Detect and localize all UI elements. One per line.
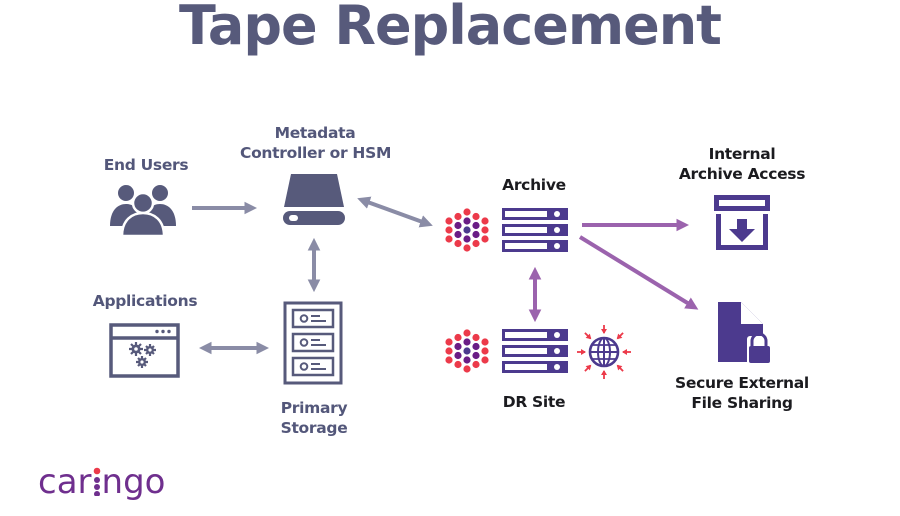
cluster-dot bbox=[463, 338, 471, 346]
arrow-metadata-archive bbox=[357, 196, 433, 228]
cluster-dot bbox=[481, 356, 489, 364]
inbound-arrow-head bbox=[585, 333, 592, 340]
cluster-dot bbox=[472, 239, 480, 248]
inbound-arrow-head bbox=[601, 370, 607, 375]
server-icon bbox=[502, 329, 568, 373]
server-icon bbox=[502, 208, 568, 252]
cluster-dot bbox=[463, 356, 471, 364]
arrow-archive-external bbox=[578, 235, 699, 310]
cluster-dot bbox=[463, 208, 471, 216]
inbound-arrow-head bbox=[622, 349, 627, 355]
cluster-dot bbox=[463, 217, 471, 225]
cluster-dot bbox=[481, 338, 489, 346]
cluster-dot bbox=[463, 226, 471, 234]
users-icon bbox=[110, 185, 176, 238]
cluster-dot bbox=[445, 217, 453, 225]
cluster-dot bbox=[445, 356, 453, 364]
label-primary-line2: Storage bbox=[280, 419, 348, 437]
cluster-dot bbox=[454, 230, 462, 239]
label-dr-site: DR Site bbox=[502, 393, 566, 411]
cluster-dot bbox=[481, 226, 489, 234]
cluster-dot bbox=[454, 360, 462, 369]
cluster-dot bbox=[472, 342, 480, 351]
cluster-dot bbox=[472, 351, 480, 360]
inbound-arrow-head bbox=[581, 349, 586, 355]
cluster-dot bbox=[454, 212, 462, 221]
label-primary-line1: Primary bbox=[280, 399, 348, 417]
label-internal-line1: Internal bbox=[708, 145, 776, 163]
label-end-users: End Users bbox=[103, 156, 189, 174]
cluster-dot bbox=[472, 221, 480, 230]
logo-text-end: ngo bbox=[101, 462, 166, 502]
inbound-arrow-head bbox=[601, 329, 607, 334]
cluster-dot bbox=[472, 230, 480, 239]
cluster-dot bbox=[454, 342, 462, 351]
cluster-dot bbox=[472, 360, 480, 369]
cluster-dot bbox=[481, 235, 489, 243]
inbound-arrows-icon bbox=[577, 325, 631, 379]
cluster-dot bbox=[454, 333, 462, 342]
inbound-arrow-head bbox=[616, 333, 623, 340]
label-metadata-line1: Metadata bbox=[274, 124, 356, 142]
inbound-arrow-head bbox=[616, 364, 623, 371]
storage-rack-icon bbox=[283, 301, 343, 385]
inbound-arrow-head bbox=[585, 364, 592, 371]
cluster-dot bbox=[445, 226, 453, 234]
cluster-dot bbox=[463, 235, 471, 243]
label-metadata-line2: Controller or HSM bbox=[240, 144, 392, 162]
globe-icon bbox=[577, 325, 631, 379]
cluster-dot bbox=[445, 338, 453, 346]
cluster-dot bbox=[445, 235, 453, 243]
node-cluster-icon bbox=[445, 329, 489, 373]
file-lock-icon bbox=[718, 302, 772, 366]
label-external-line1: Secure External bbox=[675, 374, 809, 392]
cluster-dot bbox=[472, 212, 480, 221]
cluster-dot bbox=[454, 351, 462, 360]
cluster-dot bbox=[463, 347, 471, 355]
logo-dotted-i bbox=[92, 462, 102, 502]
logo-text-start: car bbox=[38, 462, 92, 502]
label-archive: Archive bbox=[502, 176, 566, 194]
drive-icon bbox=[283, 174, 345, 225]
label-applications: Applications bbox=[92, 292, 198, 310]
app-window-gears-icon bbox=[109, 323, 180, 378]
cluster-dot bbox=[445, 347, 453, 355]
cluster-dot bbox=[472, 333, 480, 342]
cluster-dot bbox=[481, 217, 489, 225]
page-title: Tape Replacement bbox=[179, 0, 722, 57]
label-internal-line2: Archive Access bbox=[678, 165, 806, 183]
cluster-dot bbox=[454, 221, 462, 230]
cluster-dot bbox=[463, 329, 471, 337]
node-cluster-icon bbox=[445, 208, 489, 252]
cluster-dot bbox=[454, 239, 462, 248]
label-external-line2: File Sharing bbox=[691, 394, 793, 412]
archive-download-icon bbox=[714, 195, 770, 250]
cluster-dot bbox=[481, 347, 489, 355]
cluster-dot bbox=[463, 365, 471, 373]
cluster-dot bbox=[463, 244, 471, 252]
